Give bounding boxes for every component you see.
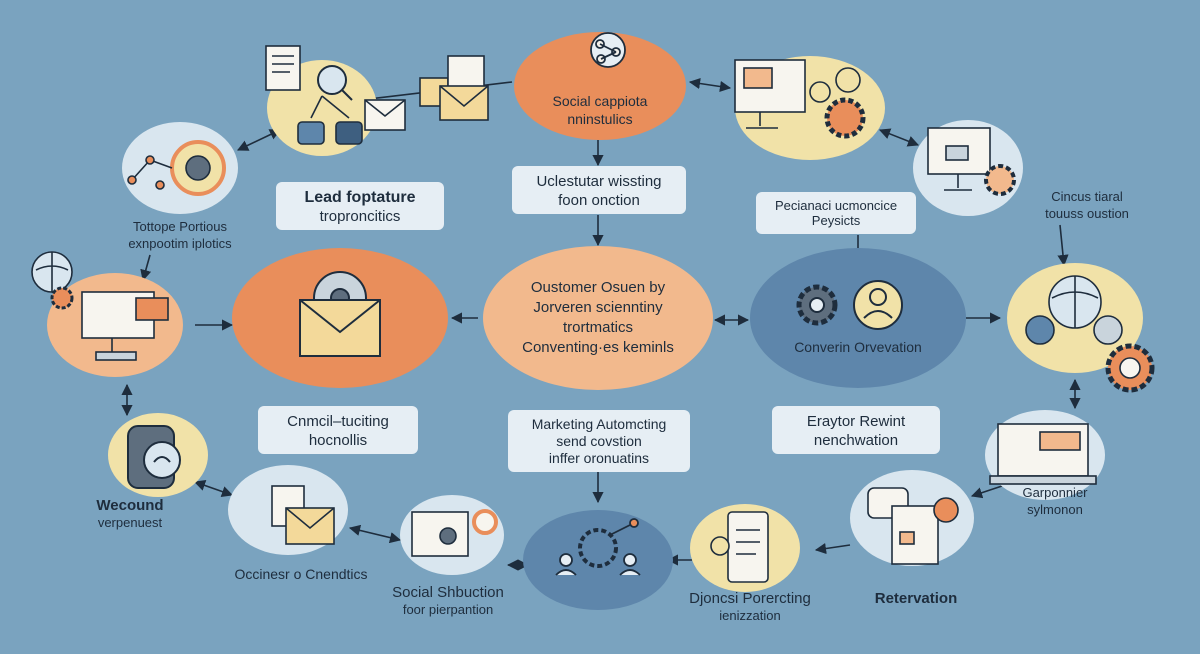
gappionner-label: Garponnier sylmonon	[1022, 485, 1088, 517]
visiting-box: Uclestutar wissting foon onction	[512, 166, 686, 214]
monitor-icon	[411, 509, 498, 557]
lead-box: Lead foptature troproncitics	[276, 182, 444, 230]
cincus-label: Cincus tiaral touuss oustion	[1045, 189, 1129, 221]
marketing-box: Marketing Automcting send covstion inffe…	[508, 410, 690, 472]
arrow-left-social	[236, 129, 282, 151]
arrow-laptop-to-retervation	[970, 484, 1006, 499]
arrow-cincus-to-globe	[1057, 224, 1069, 267]
retervation-label: Retervation	[874, 590, 958, 607]
arrow-tottope-down	[140, 254, 152, 282]
envelope-icon	[271, 485, 335, 545]
at-sign-icon	[1105, 343, 1155, 393]
node-social-capital	[514, 32, 686, 140]
customer-center-label: Oustomer Osuen by Jorveren scienntiny tr…	[522, 279, 674, 356]
connectors	[121, 77, 1081, 571]
mobile-icon	[710, 511, 769, 583]
laptop-icon	[989, 423, 1097, 485]
users-icon	[297, 95, 363, 145]
pecianaci-box: Pecianaci ucmoncice Peysicts	[756, 192, 916, 234]
envelope-document-icon	[419, 55, 489, 121]
document-icon	[265, 45, 301, 91]
shield-icon	[127, 425, 181, 489]
djoncsi-label: Djoncsi Porercting ienizzation	[689, 590, 811, 623]
envelope-gear-icon	[299, 271, 381, 357]
arrow-retervation-to-djoncsi	[814, 542, 851, 555]
node-marketing-automation	[523, 510, 673, 610]
social-capital-label: Social cappiota nninstulics	[552, 93, 648, 127]
monitor-icon	[927, 127, 1016, 196]
envelope-icon	[364, 99, 406, 131]
gear-icon	[796, 284, 838, 326]
network-nodes-icon	[127, 140, 226, 196]
users-gear-icon	[555, 518, 641, 576]
magnifier-icon	[317, 65, 353, 101]
network-icon	[590, 32, 626, 68]
monitor-chat-icon	[81, 291, 169, 361]
arrow-topright-to-cincus	[878, 128, 920, 147]
monitor-mail-icon	[734, 59, 806, 129]
eraytor-box: Eraytor Rewint nenchwation	[772, 406, 940, 454]
person-icon	[853, 280, 903, 330]
arrow-occinesr-to-social	[348, 524, 402, 544]
tottope-label: Tottope Portious exnpootim iplotics	[128, 219, 232, 251]
globe-icon	[1025, 275, 1123, 345]
occinesr-label: Occinesr o Cnendtics	[234, 566, 368, 582]
node-customer-center	[483, 246, 713, 390]
globe-icon	[31, 251, 74, 310]
wecound-label: Wecound verpenuest	[96, 497, 164, 530]
chat-document-icon	[867, 487, 959, 565]
arrow-social-to-topright	[688, 77, 732, 93]
conversion-label: Converin Orvevation	[794, 339, 922, 355]
cnmcil-box: Cnmcil–tuciting hocnollis	[258, 406, 418, 454]
social-shbuction-label: Social Shbuction foor pierpantion	[392, 584, 504, 617]
gear-icon	[809, 67, 866, 139]
arrow-shield-to-occinesr	[193, 480, 234, 497]
